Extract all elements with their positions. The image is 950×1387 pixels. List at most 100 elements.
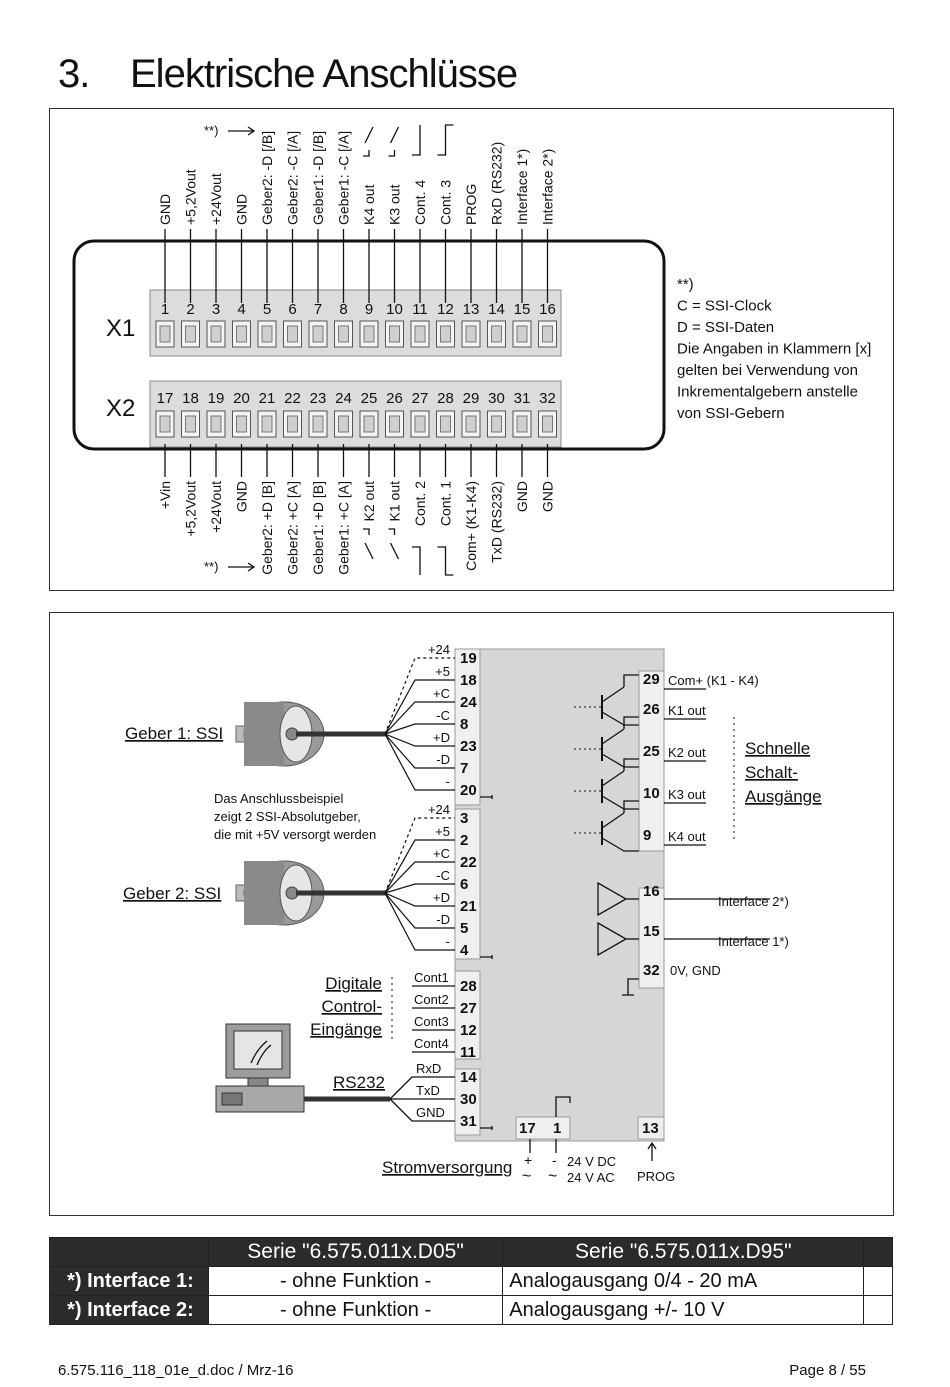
interface-pin-number: 16 bbox=[643, 883, 660, 900]
control-input-label: Cont1 bbox=[414, 970, 449, 985]
x2-screw bbox=[210, 415, 222, 433]
x2-screw bbox=[414, 415, 426, 433]
x1-screw bbox=[159, 325, 171, 343]
encoder1-label: Geber 1: SSI bbox=[125, 724, 223, 743]
x1-screw bbox=[542, 325, 553, 343]
power-ac-sign: ~ bbox=[548, 1168, 557, 1185]
digital-inputs-label: Control- bbox=[322, 997, 382, 1016]
x2-signal-label: Com+ (K1-K4) bbox=[463, 481, 479, 571]
controller-module-body bbox=[454, 648, 665, 1142]
prog-pin-strip bbox=[637, 1116, 665, 1140]
encoder1-signal-label: -C bbox=[436, 708, 450, 723]
x1-screw bbox=[389, 325, 400, 343]
rs232-signal-label: RxD bbox=[416, 1061, 441, 1076]
encoder1-pin-number: 20 bbox=[460, 782, 477, 799]
x2-pin-number: 28 bbox=[437, 390, 454, 407]
collector-wire bbox=[623, 800, 639, 813]
section-title-text: Elektrische Anschlüsse bbox=[130, 52, 518, 96]
pinout-note-line: D = SSI-Daten bbox=[677, 319, 774, 336]
x1-signal-label: Geber2: -D [/B] bbox=[259, 131, 275, 225]
power-supply-label: Stromversorgung bbox=[382, 1158, 512, 1177]
digital-input-icon bbox=[412, 125, 421, 156]
encoder2-wire bbox=[384, 883, 455, 894]
x1-pin-number: 16 bbox=[539, 301, 556, 318]
power-pin-strip bbox=[515, 1116, 571, 1140]
wiring-example-panel: Geber 1: SSI Geber 2: SSI Das Anschlussbei… bbox=[49, 612, 894, 1216]
prog-label: PROG bbox=[637, 1169, 675, 1184]
footnote-marker-bottom: **) bbox=[204, 559, 218, 574]
table-end-cell bbox=[863, 1295, 893, 1325]
relay-switch-icon bbox=[388, 528, 400, 560]
x1-pin-number: 11 bbox=[412, 301, 428, 318]
x1-signal-label: Cont. 3 bbox=[438, 180, 454, 225]
fast-outputs-label: Schalt- bbox=[745, 763, 798, 782]
x1-signal-label: Interface 2*) bbox=[540, 149, 556, 225]
rs232-pin-number: 14 bbox=[460, 1069, 477, 1086]
x1-pin-number: 8 bbox=[339, 301, 347, 318]
connector-pinout-diagram: X1X2117GND+Vin218+5,2Vout+5,2Vout319+24V… bbox=[72, 123, 871, 576]
x1-pin-number: 5 bbox=[263, 301, 271, 318]
x1-screw bbox=[491, 325, 502, 343]
encoder1-pin-number: 18 bbox=[460, 672, 477, 689]
section-number: 3. bbox=[58, 52, 90, 96]
example-note-line: Das Anschlussbeispiel bbox=[214, 791, 343, 806]
encoder2-pin-strip bbox=[454, 808, 481, 960]
output-pin-number: 29 bbox=[643, 671, 660, 688]
computer-logo-icon bbox=[250, 1040, 272, 1066]
x2-screw bbox=[363, 415, 375, 433]
encoder1-pin-number: 19 bbox=[460, 650, 477, 667]
x1-pin-number: 10 bbox=[386, 301, 403, 318]
control-input-pin: 27 bbox=[460, 1000, 477, 1017]
encoder2-pin-number: 5 bbox=[460, 920, 468, 937]
encoder1-wire bbox=[384, 701, 455, 735]
transistor-icon bbox=[601, 812, 639, 852]
section-title: 3. Elektrische Anschlüsse bbox=[58, 52, 518, 97]
encoder1-signal-label: +D bbox=[433, 730, 450, 745]
pinout-note-line: Inkrementalgebern anstelle bbox=[677, 384, 858, 401]
x1-screw bbox=[363, 325, 375, 343]
arrow-icon bbox=[228, 126, 256, 136]
x1-screw bbox=[236, 325, 247, 343]
x1-pin-number: 1 bbox=[161, 301, 169, 318]
digital-input-icon bbox=[412, 546, 421, 575]
encoder2-pin-number: 21 bbox=[460, 898, 477, 915]
power-ac-label: 24 V AC bbox=[567, 1170, 615, 1185]
output-pin-number: 25 bbox=[643, 743, 660, 760]
row-header: *) Interface 2: bbox=[49, 1295, 209, 1325]
interface-label: Interface 2*) bbox=[718, 894, 789, 909]
pinout-note-line: Die Angaben in Klammern [x] bbox=[677, 341, 871, 358]
encoder2-label: Geber 2: SSI bbox=[123, 884, 221, 903]
output-signal-label: Com+ (K1 - K4) bbox=[668, 673, 759, 688]
x2-signal-label: Cont. 1 bbox=[438, 481, 454, 526]
encoder2-signal-label: +5 bbox=[435, 824, 450, 839]
arrow-icon bbox=[228, 562, 256, 572]
x2-screw bbox=[389, 415, 400, 433]
x2-signal-label: Geber2: +C [A] bbox=[285, 481, 301, 575]
interface-label: Interface 1*) bbox=[718, 934, 789, 949]
x2-pin-number: 18 bbox=[182, 390, 199, 407]
table-end-cell bbox=[863, 1266, 893, 1296]
encoder1-signal-label: -D bbox=[436, 752, 450, 767]
encoder2-pin-number: 6 bbox=[460, 876, 468, 893]
x1-screw bbox=[210, 325, 222, 343]
x1-pin-number: 14 bbox=[488, 301, 505, 318]
interface-pin-strip bbox=[638, 887, 665, 989]
x1-pin-number: 9 bbox=[365, 301, 373, 318]
x1-pin-number: 2 bbox=[186, 301, 194, 318]
x1-pin-number: 12 bbox=[437, 301, 454, 318]
encoder1-pin-number: 23 bbox=[460, 738, 477, 755]
x2-label: X2 bbox=[106, 395, 135, 422]
x1-signal-label: GND bbox=[234, 194, 250, 225]
encoder1-wire bbox=[384, 733, 455, 791]
encoder2-pin-number: 3 bbox=[460, 810, 468, 827]
x1-signal-label: Cont. 4 bbox=[412, 180, 428, 225]
x1-screw bbox=[287, 325, 298, 343]
digital-input-icon bbox=[437, 124, 454, 156]
encoder2-wire bbox=[384, 839, 455, 894]
x2-screw bbox=[236, 415, 247, 433]
table-end-cell bbox=[863, 1237, 893, 1267]
encoder1-wire bbox=[384, 733, 455, 769]
fast-outputs-label: Ausgänge bbox=[745, 787, 822, 806]
encoder1-signal-label: +5 bbox=[435, 664, 450, 679]
encoder1-wire bbox=[384, 733, 455, 747]
